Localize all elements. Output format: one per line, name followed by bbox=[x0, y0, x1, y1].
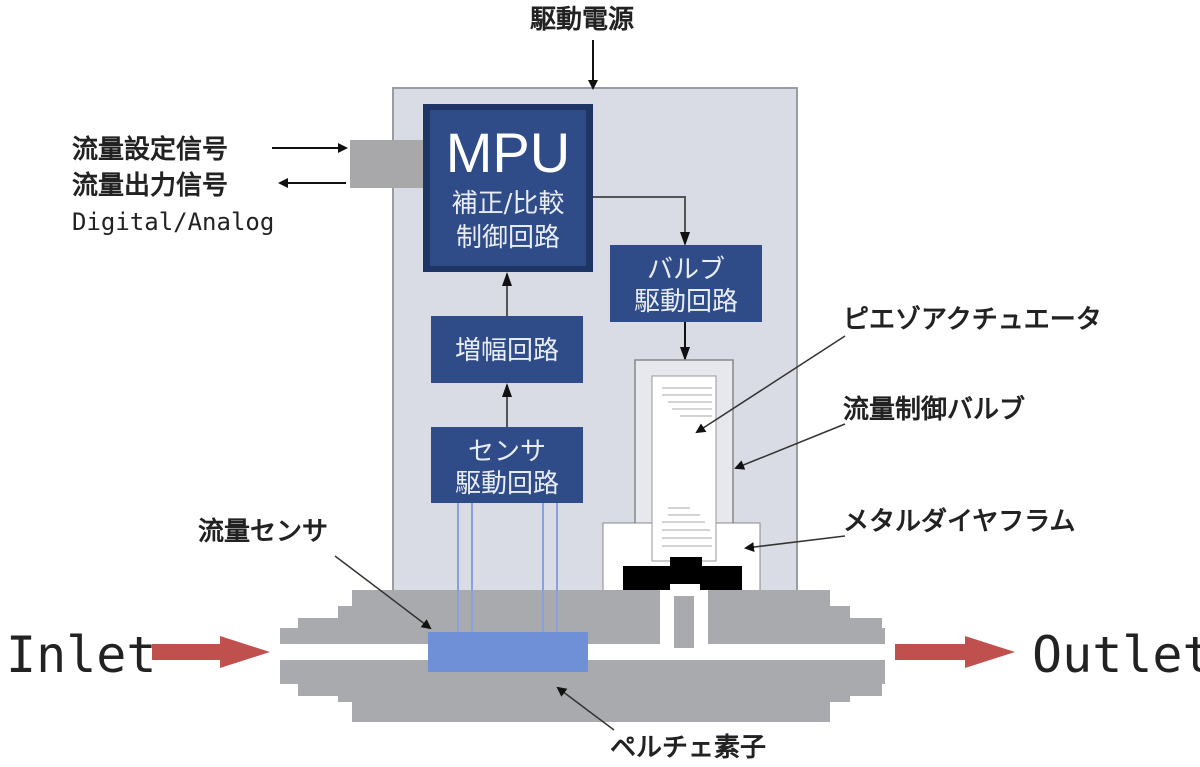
power-label: 駆動電源 bbox=[530, 5, 634, 35]
valve-drive-block: バルブ 駆動回路 bbox=[610, 245, 762, 322]
amplifier-block: 増幅回路 bbox=[431, 316, 583, 383]
flow-sensor-label: 流量センサ bbox=[198, 517, 328, 547]
metal-diaphragm bbox=[623, 557, 742, 590]
diaphragm-leader bbox=[744, 535, 846, 553]
piezo-actuator bbox=[651, 375, 717, 562]
inlet-arrow bbox=[152, 636, 270, 668]
signal-type-label: Digital/Analog bbox=[72, 208, 274, 236]
sensor-drive-line2: 駆動回路 bbox=[455, 469, 559, 499]
valve-channel-core bbox=[674, 596, 694, 648]
sensor-drive-block: センサ 駆動回路 bbox=[431, 427, 583, 503]
mpu-to-valve-arrow bbox=[593, 196, 690, 246]
mpu-block: MPU 補正/比較 制御回路 bbox=[423, 104, 593, 272]
diaphragm-label: メタルダイヤフラム bbox=[843, 506, 1075, 537]
outlet-label: Outlet bbox=[1032, 626, 1200, 684]
signal-in-label: 流量設定信号 bbox=[72, 134, 228, 165]
flow-sensor bbox=[428, 632, 588, 672]
amplifier-label: 増幅回路 bbox=[455, 336, 559, 366]
mpu-title: MPU bbox=[446, 121, 570, 184]
peltier-leader bbox=[556, 686, 615, 731]
valve-drive-line1: バルブ bbox=[647, 255, 725, 285]
sensor-wires bbox=[457, 503, 558, 633]
flow-sensor-leader bbox=[334, 555, 432, 630]
mpu-line1: 補正/比較 bbox=[452, 189, 565, 219]
mpu-line2: 制御回路 bbox=[456, 223, 560, 253]
outlet-arrow bbox=[895, 636, 1015, 668]
valve-drive-line2: 駆動回路 bbox=[634, 287, 738, 317]
piezo-leader bbox=[695, 335, 846, 434]
signal-connector bbox=[350, 140, 425, 188]
inlet-label: Inlet bbox=[6, 626, 157, 684]
sensor-drive-line1: センサ bbox=[468, 437, 546, 467]
control-valve-label: 流量制御バルブ bbox=[843, 394, 1025, 425]
peltier-label: ペルチェ素子 bbox=[610, 733, 766, 763]
piezo-label: ピエゾアクチュエータ bbox=[843, 304, 1102, 335]
control-valve-leader bbox=[734, 423, 846, 470]
signal-out-label: 流量出力信号 bbox=[72, 171, 228, 201]
